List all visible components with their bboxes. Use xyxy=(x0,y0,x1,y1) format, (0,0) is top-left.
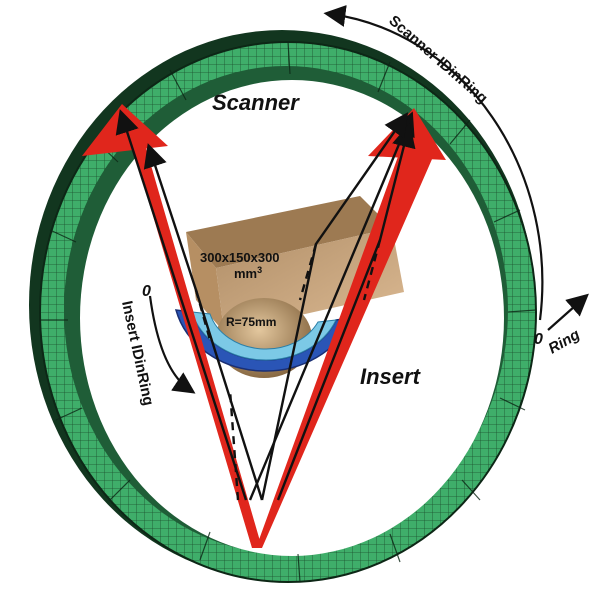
label-insert: Insert xyxy=(360,364,422,389)
label-zero-scanner: 0 xyxy=(534,331,543,348)
label-scanner: Scanner xyxy=(212,90,300,115)
phantom-box-front xyxy=(186,232,224,332)
lor-line-1 xyxy=(115,109,248,501)
lor-line-4-dashed xyxy=(362,239,382,301)
label-phantom-dims-line1: 300x150x300 xyxy=(200,250,280,265)
label-phantom-dims-line2: mm3 xyxy=(234,265,262,281)
lor-line-5-dashed xyxy=(298,243,318,301)
scanner-idinring-indicator xyxy=(323,5,544,321)
scanner-idinring-arc xyxy=(323,5,544,321)
insert-ring-inner xyxy=(191,311,337,361)
lor-line-3 xyxy=(248,111,415,501)
lor-line-6 xyxy=(228,389,240,501)
insert-idinring-arc xyxy=(148,295,196,394)
label-phantom-dims-sup: 3 xyxy=(257,265,262,275)
label-zero-insert: 0 xyxy=(142,283,151,300)
label-ring: Ring xyxy=(546,326,583,357)
phantom-box-top xyxy=(186,196,392,268)
ring-direction-arrow xyxy=(547,293,589,331)
label-phantom-dims-unit: mm xyxy=(234,266,257,281)
red-wedge-left xyxy=(100,112,262,548)
label-insert-radius: R=75mm xyxy=(226,315,276,329)
black-lor-lines xyxy=(115,109,416,501)
lor-line-2-dashed xyxy=(194,289,212,341)
